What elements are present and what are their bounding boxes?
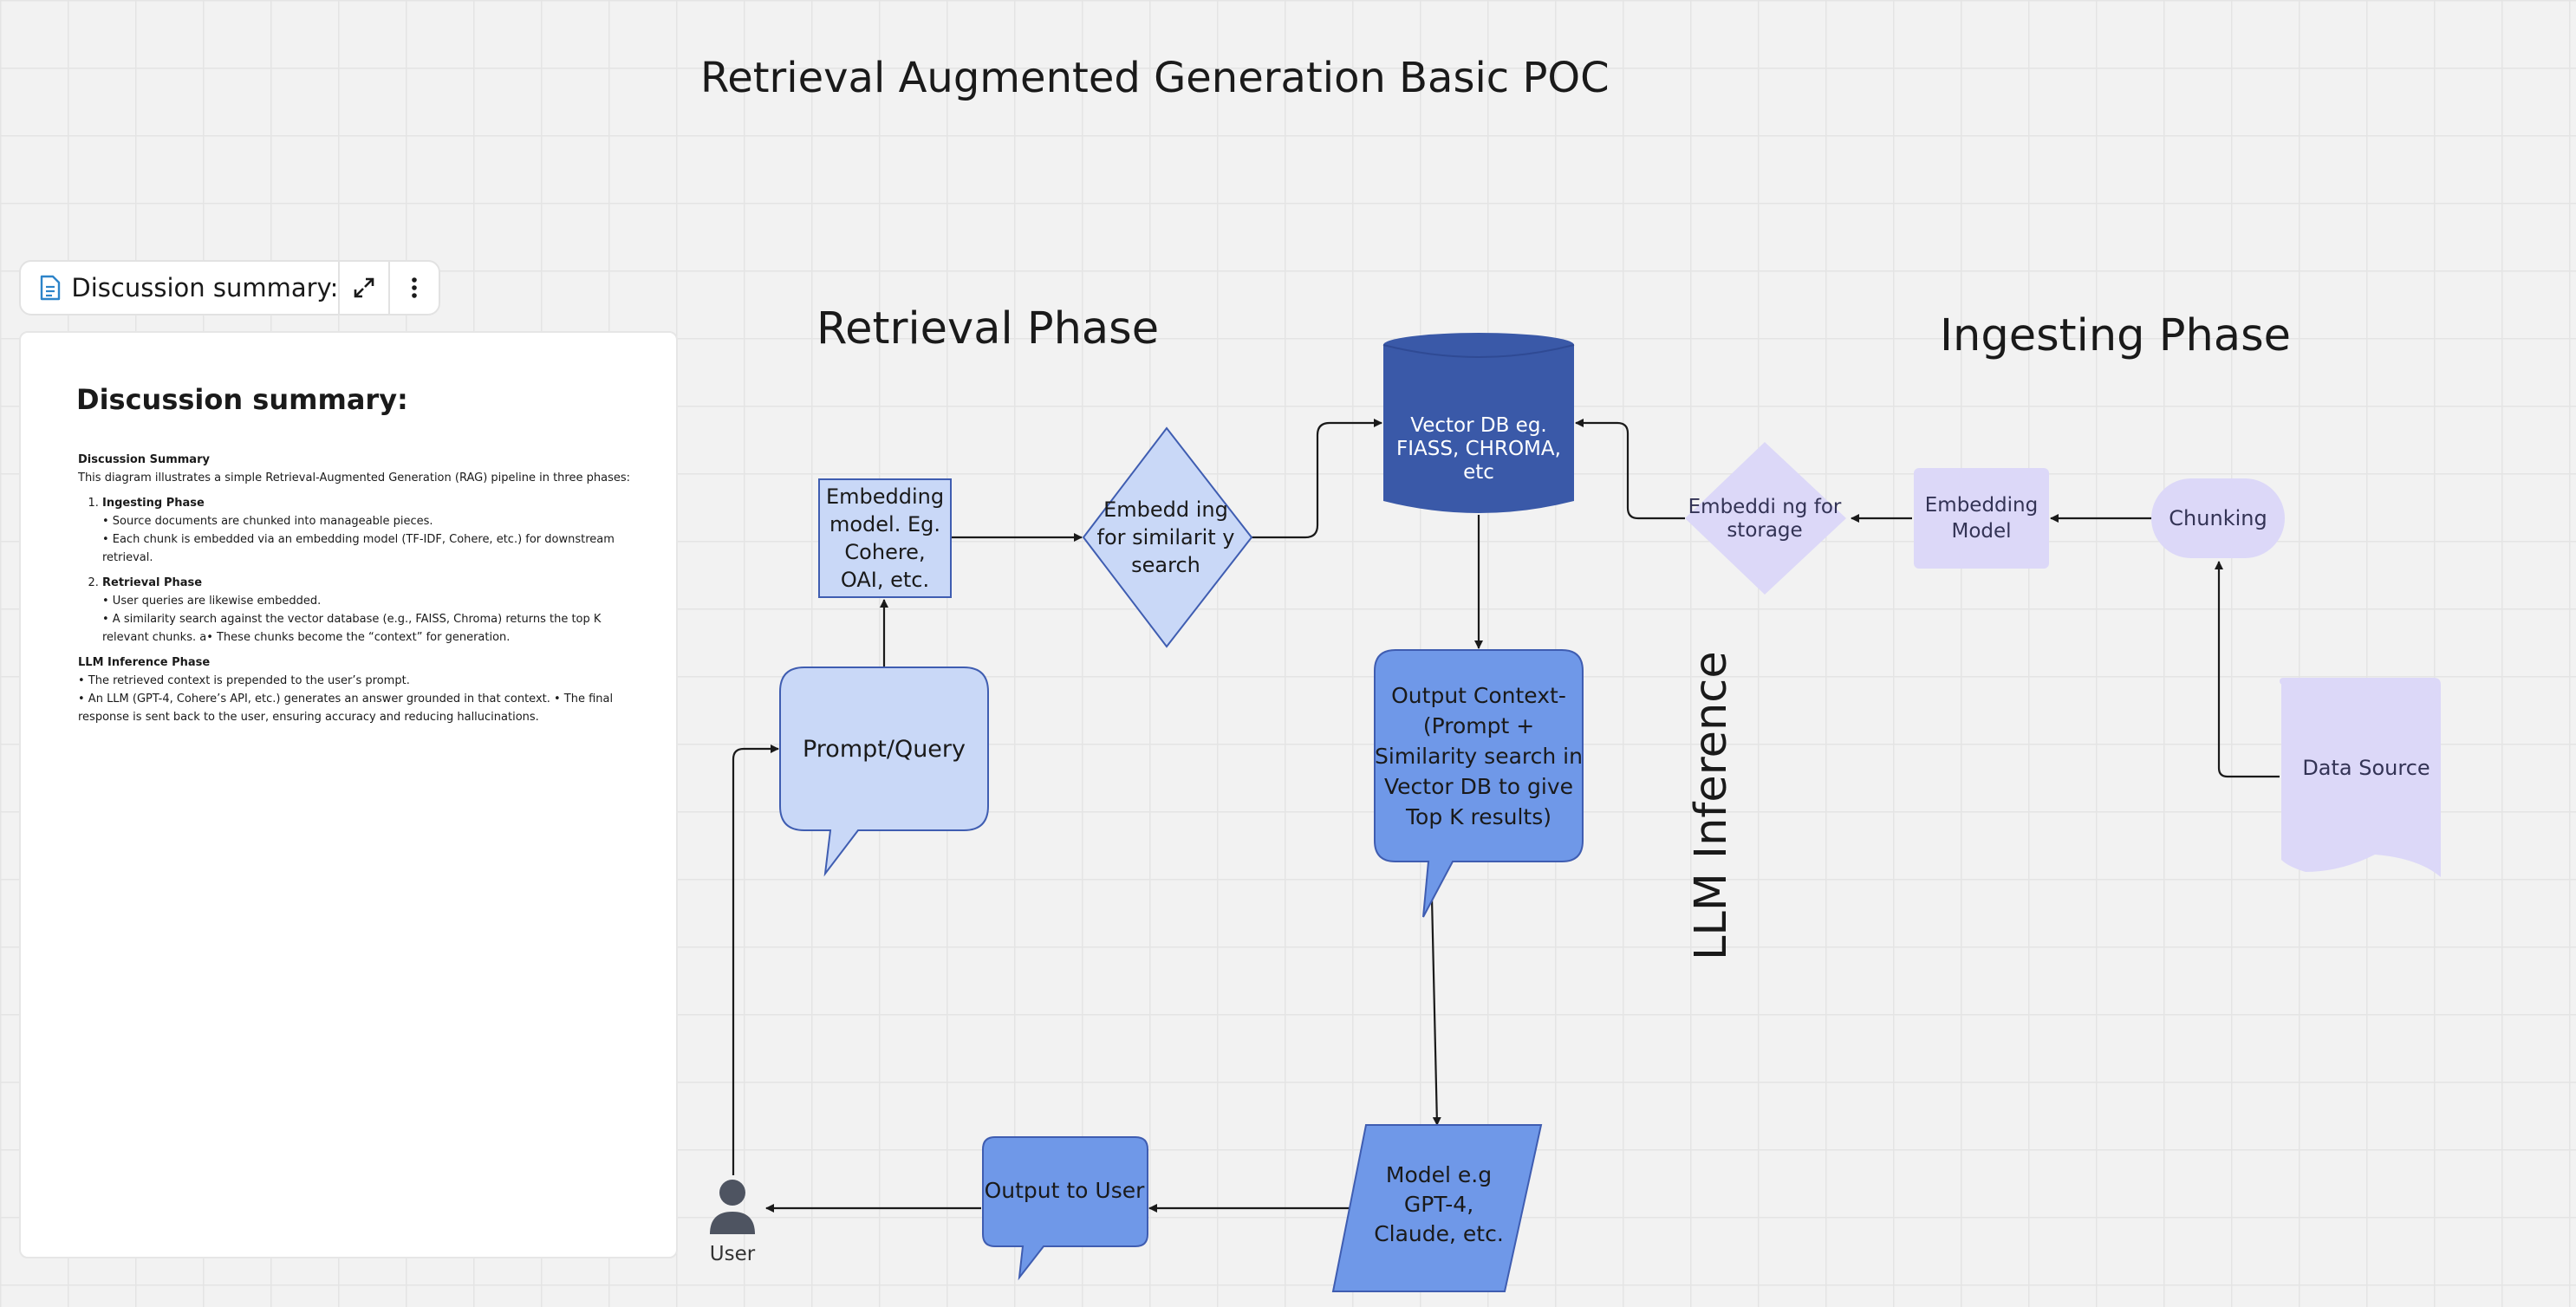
user-icon[interactable] bbox=[707, 1177, 758, 1239]
retrieval-line: • A similarity search against the vector… bbox=[102, 613, 602, 644]
retrieval-line: • User queries are likewise embedded. bbox=[102, 595, 322, 608]
ingesting-phase-title: Ingesting Phase bbox=[102, 497, 205, 510]
output-context-bubble[interactable] bbox=[1374, 649, 1584, 918]
connector-user-to-prompt bbox=[732, 745, 779, 1175]
doc-body: Discussion Summary This diagram illustra… bbox=[78, 451, 633, 726]
connector-output-to-model bbox=[1430, 897, 1441, 1126]
model-label: Model e.g GPT-4, Claude, etc. bbox=[1374, 1162, 1504, 1246]
vector-db-cylinder[interactable] bbox=[1382, 333, 1575, 513]
more-vertical-icon bbox=[412, 277, 417, 298]
embedding-similarity-label: Embedd ing for similarit y search bbox=[1096, 497, 1235, 577]
data-source-document[interactable] bbox=[2281, 678, 2441, 877]
vector-db-label: Vector DB eg. FIASS, CHROMA, etc bbox=[1396, 413, 1561, 484]
more-options-button[interactable] bbox=[388, 260, 439, 315]
list-item: Retrieval Phase • User queries are likew… bbox=[102, 574, 633, 647]
chunking-pill[interactable] bbox=[2151, 478, 2285, 558]
doc-toolbar-title[interactable]: Discussion summary: bbox=[71, 273, 339, 302]
llm-line: • The retrieved context is prepended to … bbox=[78, 674, 410, 687]
embedding-storage-diamond[interactable] bbox=[1685, 442, 1846, 595]
doc-intro: This diagram illustrates a simple Retrie… bbox=[78, 471, 630, 484]
document-icon[interactable] bbox=[36, 272, 64, 303]
discussion-summary-card[interactable]: Discussion summary: Discussion Summary T… bbox=[19, 331, 678, 1258]
prompt-label: Prompt/Query bbox=[802, 735, 966, 763]
list-item: Ingesting Phase • Source documents are c… bbox=[102, 494, 633, 567]
expand-icon bbox=[354, 277, 374, 298]
llm-line: • An LLM (GPT-4, Cohere’s API, etc.) gen… bbox=[78, 693, 614, 724]
ingesting-line: • Each chunk is embedded via an embeddin… bbox=[102, 533, 615, 564]
output-user-label: Output to User bbox=[984, 1178, 1145, 1203]
embedding-model-ingest-box[interactable] bbox=[1914, 468, 2049, 569]
expand-button[interactable] bbox=[338, 260, 388, 315]
embedding-similarity-diamond[interactable] bbox=[1082, 426, 1253, 648]
connector-similarity-to-vectordb bbox=[1252, 419, 1382, 539]
ingesting-line: • Source documents are chunked into mana… bbox=[102, 515, 433, 528]
phase-list: Ingesting Phase • Source documents are c… bbox=[78, 494, 633, 647]
data-source-label: Data Source bbox=[2302, 756, 2430, 780]
output-user-bubble[interactable] bbox=[982, 1136, 1148, 1281]
connector-storage-to-vectordb bbox=[1575, 419, 1685, 520]
diagram-title: Retrieval Augmented Generation Basic POC bbox=[700, 54, 1610, 102]
prompt-bubble[interactable] bbox=[779, 667, 989, 877]
connector-datasource-to-chunking bbox=[2215, 561, 2280, 778]
embedding-model-ingest-label: Embedding Model bbox=[1924, 494, 2039, 543]
output-context-label: Output Context- (Prompt + Similarity sea… bbox=[1375, 682, 1583, 829]
retrieval-phase-title: Retrieval Phase bbox=[102, 576, 203, 589]
doc-toolbar: Discussion summary: bbox=[19, 260, 440, 315]
doc-heading: Discussion summary: bbox=[76, 383, 408, 416]
data-source-top bbox=[2280, 678, 2437, 685]
llm-phase-title: LLM Inference Phase bbox=[78, 656, 211, 669]
chunking-label: Chunking bbox=[2169, 506, 2267, 530]
doc-summary-title: Discussion Summary bbox=[78, 453, 210, 466]
embedding-storage-label: Embeddi ng for storage bbox=[1688, 496, 1842, 542]
retrieval-phase-heading: Retrieval Phase bbox=[816, 303, 1160, 354]
user-label: User bbox=[709, 1243, 756, 1265]
embedding-model-query-box[interactable]: Embedding model. Eg. Cohere, OAI, etc. bbox=[818, 478, 952, 598]
model-parallelogram[interactable] bbox=[1331, 1124, 1543, 1292]
ingesting-phase-heading: Ingesting Phase bbox=[1940, 310, 2292, 361]
